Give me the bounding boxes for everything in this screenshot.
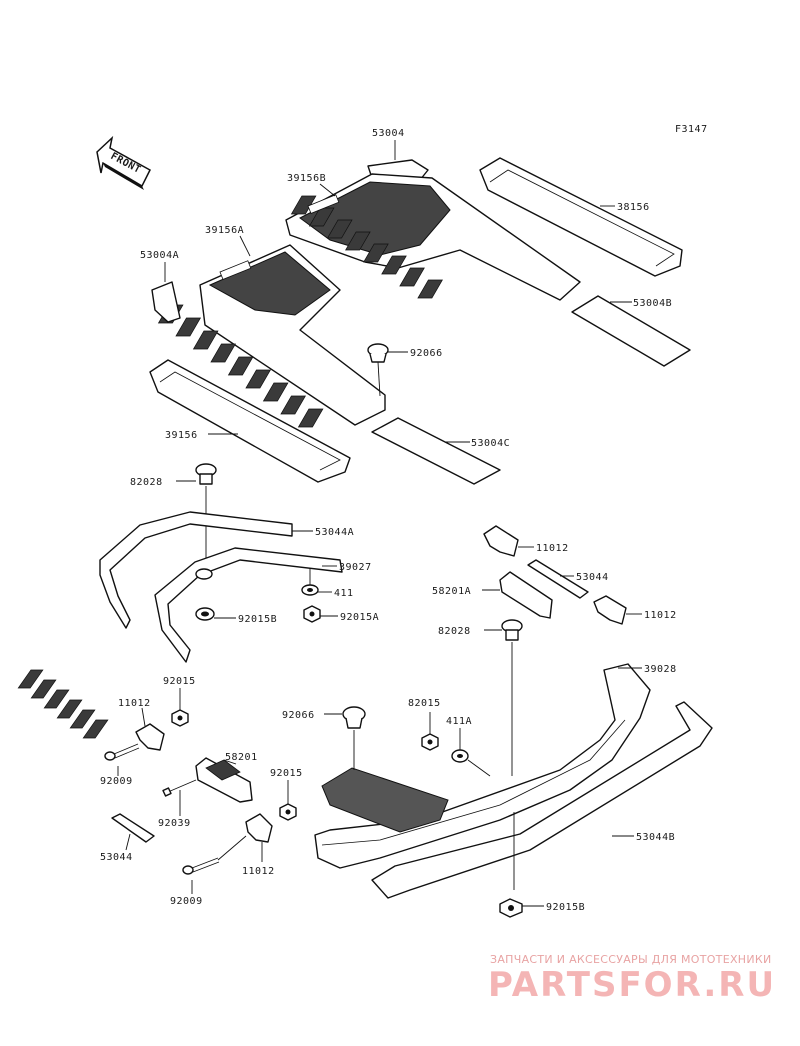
label-82015: 82015 [408,698,441,709]
label-39028: 39028 [644,664,677,675]
label-53044A: 53044A [315,527,354,538]
label-11012-bottom: 11012 [242,866,275,877]
part-39156: 39156 [149,359,351,483]
pad-row-39156A [157,304,324,428]
label-53004A: 53004A [140,250,179,261]
part-39027: 39027 [154,547,372,663]
label-82028-left: 82028 [130,477,163,488]
part-92015-left: 92015 [163,676,196,727]
part-92009-bottom: 92009 [170,835,247,907]
part-411A: 411A [446,716,491,777]
label-11012-right-top: 11012 [536,543,569,554]
label-39156B: 39156B [287,173,326,184]
part-53044B: 53044B [371,701,713,899]
label-53004B: 53004B [633,298,672,309]
label-39027: 39027 [339,562,372,573]
part-92066-bottom: 92066 [282,706,366,770]
part-11012-right-mid: 11012 [593,595,677,625]
label-53044-right: 53044 [576,572,609,583]
label-92015B-bottom: 92015B [546,902,585,913]
part-82028-right: 82028 [438,619,523,776]
part-11012-right-top: 11012 [483,525,569,557]
part-53004A: 53004A [140,250,181,323]
label-92015A: 92015A [340,612,379,623]
label-39156: 39156 [165,430,198,441]
label-92015-mid: 92015 [270,768,303,779]
part-82028-left: 82028 [130,463,217,570]
pad-row-39156B [290,195,443,299]
part-53004C: 53004C [371,417,510,485]
part-92015-mid: 92015 [270,768,303,821]
label-58201A: 58201A [432,586,471,597]
label-39156A: 39156A [205,225,244,236]
part-92039: 92039 [158,779,197,829]
label-92066-top: 92066 [410,348,443,359]
label-92009-top: 92009 [100,776,133,787]
part-92015A: 92015A [303,605,379,623]
label-58201: 58201 [225,752,258,763]
part-53044A: 53044A [99,511,354,629]
part-38156: 38156 [479,157,683,277]
label-11012-left: 11012 [118,698,151,709]
part-58201A: 58201A [432,571,553,619]
part-39156B: 39156B [285,173,581,301]
part-53044-right: 53044 [527,559,609,599]
label-11012-right-mid: 11012 [644,610,677,621]
part-82015: 82015 [408,698,441,751]
part-92066-top: 92066 [367,343,443,397]
label-82028-right: 82028 [438,626,471,637]
pad-group-39028 [17,669,109,739]
part-53004: 53004 [367,128,429,181]
part-39156A: 39156A [157,225,386,428]
label-92009-bottom: 92009 [170,896,203,907]
figure-code: F3147 [675,124,708,135]
part-53004B: 53004B [571,295,691,367]
label-53044B: 53044B [636,832,675,843]
part-58201: 58201 [195,752,258,803]
part-39028: 39028 [17,663,677,869]
part-92009-top: 92009 [100,743,140,787]
part-411: 411 [301,568,354,599]
label-411: 411 [334,588,354,599]
label-92015-left: 92015 [163,676,196,687]
front-arrow-icon: FRONT [96,135,151,190]
label-92015B-left: 92015B [238,614,277,625]
part-92015B-bottom: 92015B [499,898,585,918]
part-53044-left: 53044 [100,813,155,863]
watermark-tagline: ЗАПЧАСТИ И АКСЕССУАРЫ ДЛЯ МОТОТЕХНИКИ [490,953,772,966]
part-11012-left: 11012 [118,698,165,751]
rear-mat-left [321,767,449,833]
part-92015B-left: 92015B [195,568,277,625]
label-38156: 38156 [617,202,650,213]
label-92039: 92039 [158,818,191,829]
label-53004: 53004 [372,128,405,139]
part-11012-bottom: 11012 [242,813,275,877]
label-53004C: 53004C [471,438,510,449]
label-411A: 411A [446,716,472,727]
label-53044-left: 53044 [100,852,133,863]
watermark-brand: PARTSFOR.RU [488,965,777,1005]
label-92066-bottom: 92066 [282,710,315,721]
